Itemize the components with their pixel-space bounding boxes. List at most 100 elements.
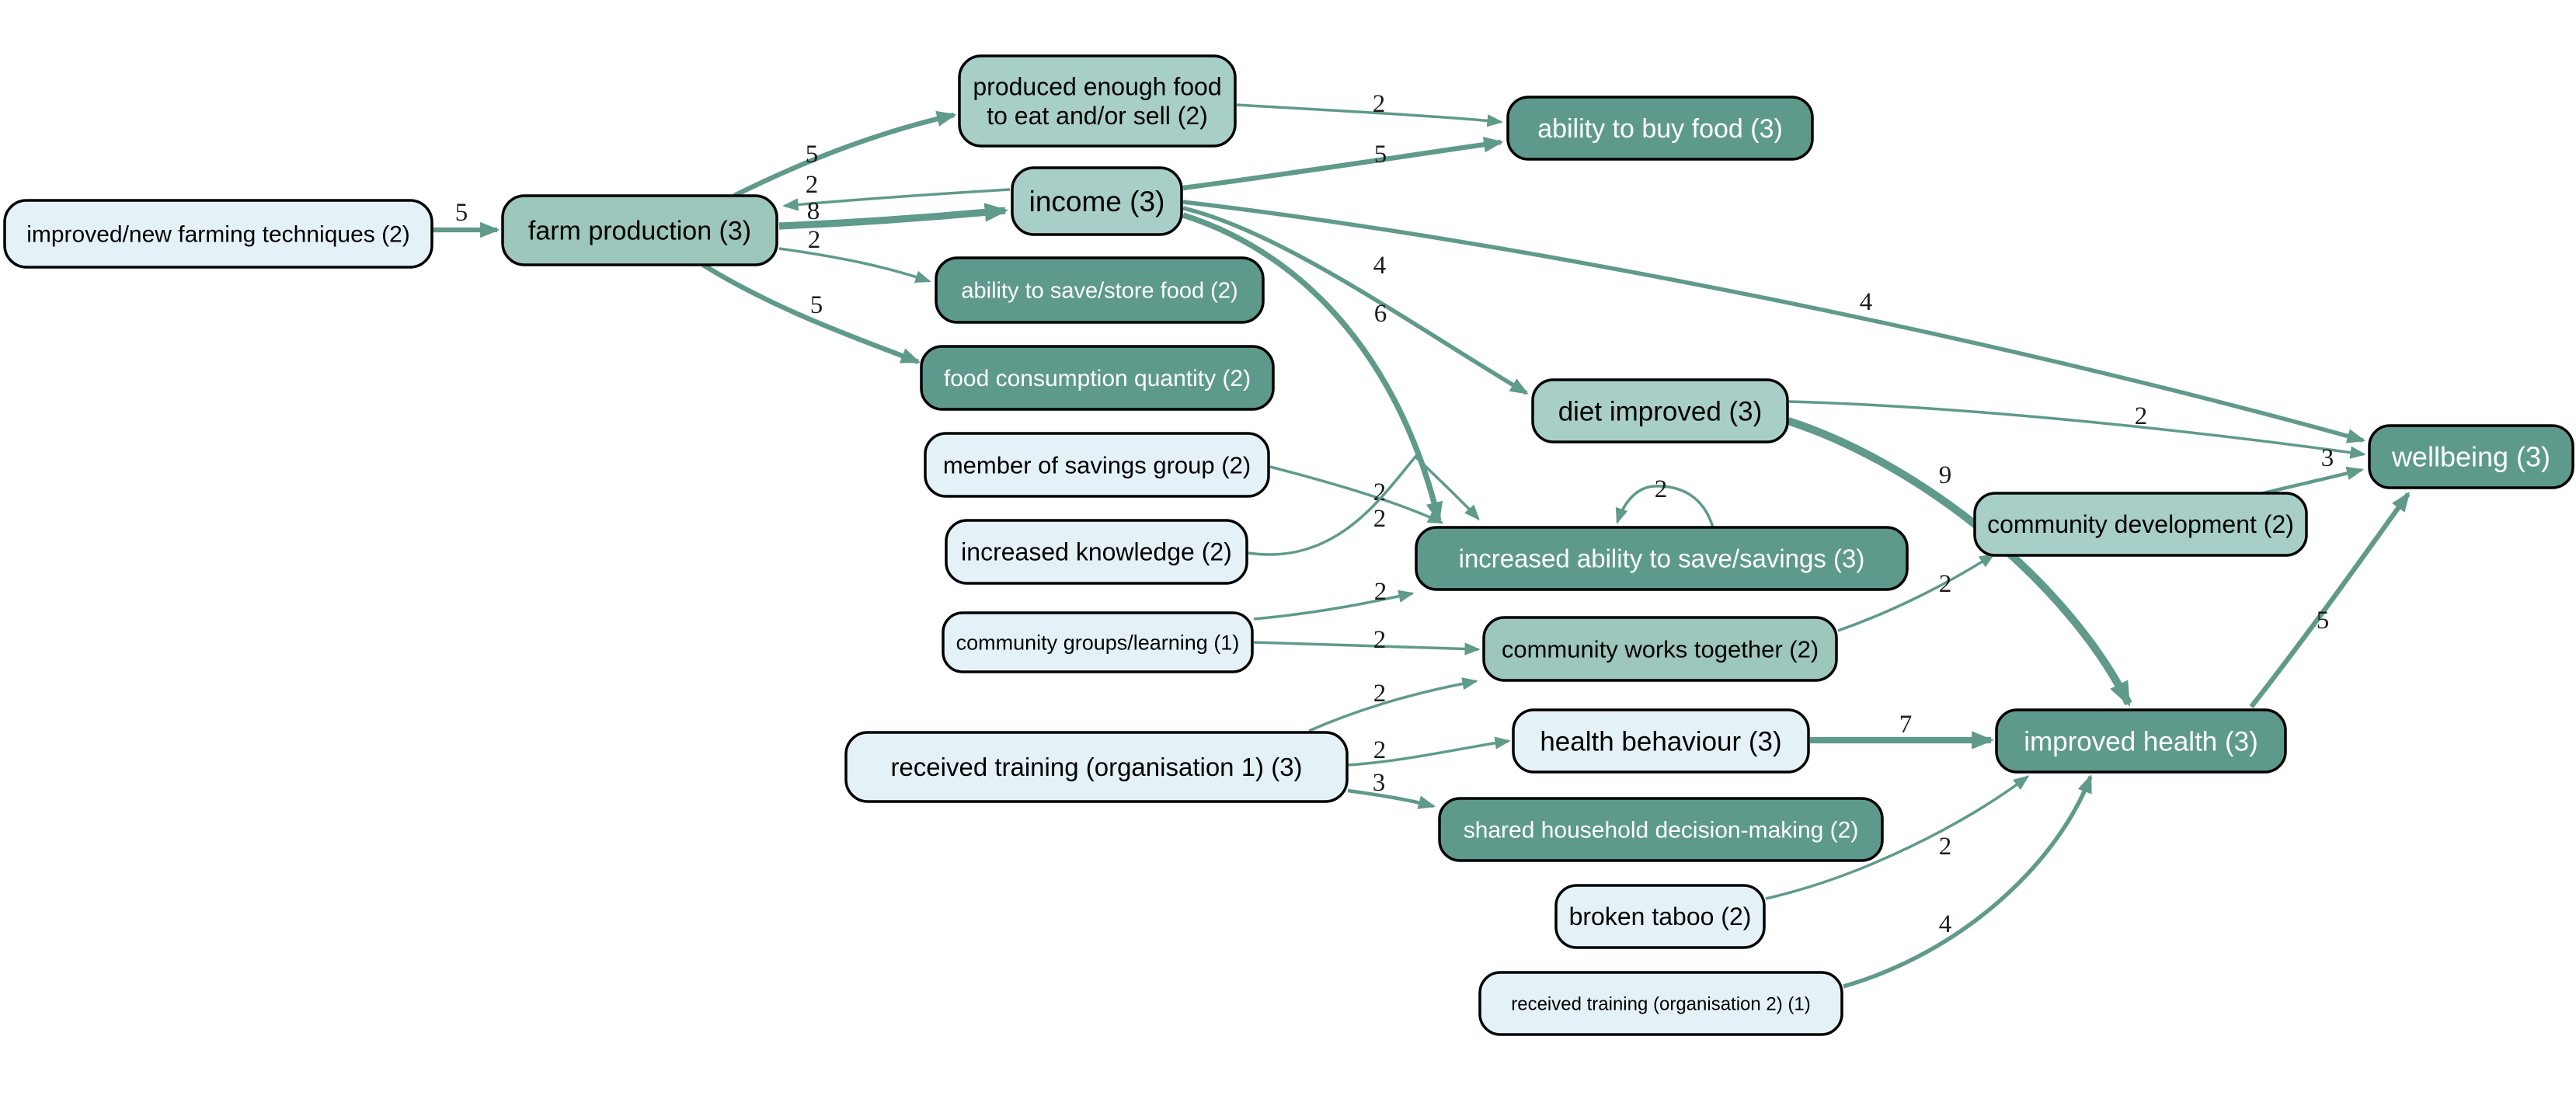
node-farm-production[interactable]: farm production (3) xyxy=(501,194,778,266)
node-label-ability-to-buy-food: ability to buy food (3) xyxy=(1537,114,1783,144)
node-box-produced-enough-food xyxy=(958,54,1237,148)
node-box-community-development xyxy=(1973,492,2308,557)
node-label-wellbeing: wellbeing (3) xyxy=(2391,441,2550,473)
node-ability-to-save-store-food[interactable]: ability to save/store food (2) xyxy=(935,256,1265,324)
edge-income-to-diet-improved xyxy=(1182,206,1529,395)
node-improved-health[interactable]: improved health (3) xyxy=(1995,708,2287,774)
node-member-of-savings-group[interactable]: member of savings group (2) xyxy=(924,432,1270,498)
edge-weight-received-training-org1-to-community-works-together: 2 xyxy=(1373,680,1387,708)
edge-weight-income-to-wellbeing: 4 xyxy=(1860,288,1873,316)
edge-income-to-farm-production xyxy=(782,188,1011,211)
node-improved-farming-techniques[interactable]: improved/new farming techniques (2) xyxy=(3,199,433,269)
node-label-increased-knowledge: increased knowledge (2) xyxy=(961,538,1232,566)
edge-weight-produced-enough-food-to-ability-to-buy-food: 2 xyxy=(1373,90,1386,118)
node-increased-knowledge[interactable]: increased knowledge (2) xyxy=(945,519,1248,585)
node-box-received-training-org2 xyxy=(1478,971,1843,1036)
node-community-development[interactable]: community development (2) xyxy=(1973,492,2308,557)
edge-weight-increased-knowledge-to-increased-ability-to-save: 2 xyxy=(1373,505,1387,533)
node-wellbeing[interactable]: wellbeing (3) xyxy=(2368,424,2574,489)
edge-received-training-org2-to-improved-health xyxy=(1843,774,2093,989)
edge-weight-community-development-to-wellbeing: 3 xyxy=(2321,444,2334,472)
edge-weight-received-training-org1-to-health-behaviour: 2 xyxy=(1373,736,1387,764)
node-food-consumption-quantity[interactable]: food consumption quantity (2) xyxy=(920,345,1275,411)
edge-weight-community-works-together-to-community-development: 2 xyxy=(1939,570,1952,598)
edge-increased-ability-to-save-to-increased-ability-to-save xyxy=(1615,485,1714,528)
node-community-works-together[interactable]: community works together (2) xyxy=(1482,616,1838,682)
node-box-increased-knowledge xyxy=(945,519,1248,585)
node-box-food-consumption-quantity xyxy=(920,345,1275,411)
edge-member-of-savings-group-to-increased-ability-to-save xyxy=(1269,465,1444,524)
edge-weight-income-to-diet-improved: 4 xyxy=(1373,252,1387,280)
node-label-community-works-together: community works together (2) xyxy=(1502,635,1819,663)
node-label-income: income (3) xyxy=(1029,186,1165,217)
node-box-broken-taboo xyxy=(1554,884,1766,949)
node-box-member-of-savings-group xyxy=(924,432,1270,498)
node-label-improved-health: improved health (3) xyxy=(2024,726,2258,756)
edge-farm-production-to-food-consumption-quantity xyxy=(701,263,921,364)
node-box-improved-health xyxy=(1995,708,2287,774)
node-ability-to-buy-food[interactable]: ability to buy food (3) xyxy=(1506,96,1814,161)
node-label-health-behaviour: health behaviour (3) xyxy=(1540,726,1781,756)
node-label-shared-household-decision-making: shared household decision-making (2) xyxy=(1464,818,1859,843)
node-received-training-org1[interactable]: received training (organisation 1) (3) xyxy=(844,731,1349,803)
node-diet-improved[interactable]: diet improved (3) xyxy=(1531,378,1789,443)
node-health-behaviour[interactable]: health behaviour (3) xyxy=(1512,708,1810,774)
node-box-diet-improved xyxy=(1531,378,1789,443)
node-increased-ability-to-save[interactable]: increased ability to save/savings (3) xyxy=(1415,526,1909,591)
node-box-community-works-together xyxy=(1482,616,1838,682)
edge-diet-improved-to-wellbeing xyxy=(1788,400,2366,459)
node-label-received-training-org2: received training (organisation 2) (1) xyxy=(1511,993,1811,1014)
node-income[interactable]: income (3) xyxy=(1011,166,1183,236)
node-box-ability-to-save-store-food xyxy=(935,256,1265,324)
edge-community-works-together-to-community-development xyxy=(1837,553,1996,632)
node-box-shared-household-decision-making xyxy=(1438,797,1884,862)
node-box-ability-to-buy-food xyxy=(1506,96,1814,161)
node-label-member-of-savings-group: member of savings group (2) xyxy=(943,451,1251,478)
edge-weight-improved-farming-techniques-to-farm-production: 5 xyxy=(455,199,468,227)
node-box-health-behaviour xyxy=(1512,708,1810,774)
edge-weight-farm-production-to-produced-enough-food: 5 xyxy=(806,141,819,169)
node-label-community-development: community development (2) xyxy=(1987,510,2294,538)
edge-received-training-org1-to-community-works-together xyxy=(1308,677,1478,732)
node-box-community-groups-learning xyxy=(942,611,1254,673)
node-label-received-training-org1: received training (organisation 1) (3) xyxy=(890,753,1302,781)
node-box-farm-production xyxy=(501,194,778,266)
node-label-diet-improved: diet improved (3) xyxy=(1558,396,1763,426)
edge-community-development-to-wellbeing xyxy=(2256,466,2365,497)
node-label-increased-ability-to-save: increased ability to save/savings (3) xyxy=(1459,544,1865,573)
edge-weight-received-training-org2-to-improved-health: 4 xyxy=(1939,910,1952,938)
node-label-broken-taboo: broken taboo (2) xyxy=(1569,903,1752,930)
edge-weight-diet-improved-to-wellbeing: 2 xyxy=(2135,402,2148,430)
node-community-groups-learning[interactable]: community groups/learning (1) xyxy=(942,611,1254,673)
edge-weight-farm-production-to-income: 8 xyxy=(807,197,820,225)
edge-weight-member-of-savings-group-to-increased-ability-to-save: 2 xyxy=(1373,478,1387,506)
node-shared-household-decision-making[interactable]: shared household decision-making (2) xyxy=(1438,797,1884,862)
edge-weight-received-training-org1-to-shared-household-decision-making: 3 xyxy=(1373,769,1386,797)
edge-weight-farm-production-to-ability-to-save-store-food: 2 xyxy=(808,226,821,254)
edge-broken-taboo-to-improved-health xyxy=(1765,775,2030,900)
node-broken-taboo[interactable]: broken taboo (2) xyxy=(1554,884,1766,949)
edge-farm-production-to-income xyxy=(778,203,1009,230)
node-received-training-org2[interactable]: received training (organisation 2) (1) xyxy=(1478,971,1843,1036)
node-label-improved-farming-techniques: improved/new farming techniques (2) xyxy=(26,222,410,248)
edge-received-training-org1-to-health-behaviour xyxy=(1347,736,1511,767)
node-label-food-consumption-quantity: food consumption quantity (2) xyxy=(944,366,1251,391)
edge-community-groups-learning-to-community-works-together xyxy=(1253,641,1481,656)
edge-weight-improved-health-to-wellbeing: 5 xyxy=(2317,607,2330,635)
edge-improved-health-to-wellbeing xyxy=(2249,492,2411,708)
edge-produced-enough-food-to-ability-to-buy-food xyxy=(1236,103,1503,127)
node-label-farm-production: farm production (3) xyxy=(528,216,751,245)
edge-weight-broken-taboo-to-improved-health: 2 xyxy=(1939,833,1952,861)
node-box-wellbeing xyxy=(2368,424,2574,489)
edge-received-training-org1-to-shared-household-decision-making xyxy=(1347,788,1436,809)
edge-weight-community-groups-learning-to-community-works-together: 2 xyxy=(1373,626,1387,654)
edge-weight-increased-ability-to-save-to-increased-ability-to-save: 2 xyxy=(1655,475,1668,503)
edge-weight-income-to-farm-production: 2 xyxy=(806,171,819,199)
edge-weight-community-groups-learning-to-increased-ability-to-save: 2 xyxy=(1374,578,1387,606)
node-box-improved-farming-techniques xyxy=(3,199,433,269)
edge-farm-production-to-ability-to-save-store-food xyxy=(778,247,931,283)
